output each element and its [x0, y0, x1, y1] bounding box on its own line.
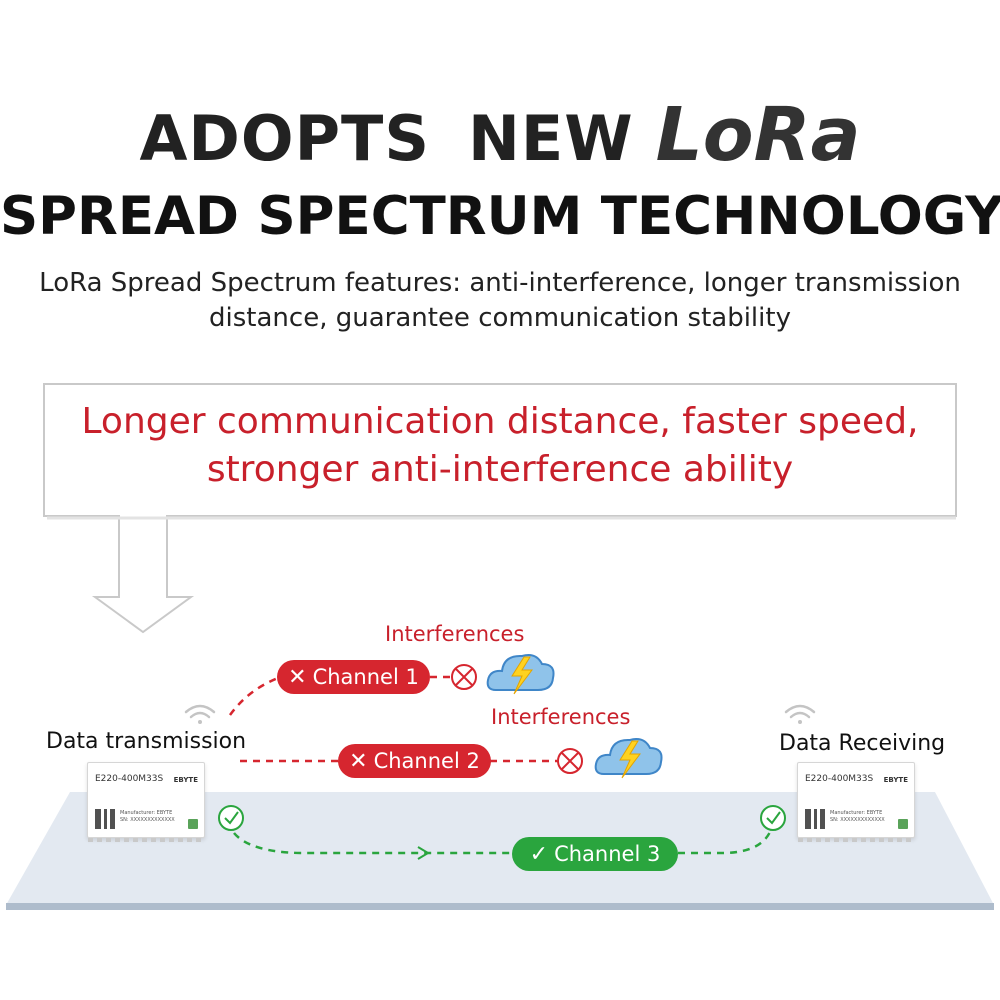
headline-line-2: SPREAD SPECTRUM TECHNOLOGY	[0, 186, 1000, 247]
channel-3-path-tail	[678, 831, 772, 855]
module-model: E220-400M33S	[95, 774, 164, 784]
channel-3-path	[233, 832, 512, 855]
channel-3-arrowhead	[417, 846, 430, 860]
module-brand: EBYTE	[173, 776, 198, 784]
headline-word-adopts: ADOPTS	[139, 102, 430, 175]
blocked-circle-icon	[451, 664, 477, 690]
subtitle-line-2: distance, guarantee communication stabil…	[209, 303, 791, 333]
interference-label-2: Interferences	[491, 705, 631, 729]
qr-code-icon	[805, 809, 825, 829]
module-pads	[798, 838, 914, 842]
subtitle-line-1: LoRa Spread Spectrum features: anti-inte…	[39, 268, 961, 298]
channel-2-label: Channel 2	[373, 749, 480, 773]
sender-label: Data transmission	[46, 729, 247, 754]
close-icon: ✕	[288, 664, 307, 690]
lightning-cloud-icon	[486, 654, 555, 695]
close-icon: ✕	[349, 748, 368, 774]
module-brand: EBYTE	[883, 776, 908, 784]
headline-word-new: NEW	[467, 102, 634, 175]
lightning-cloud-icon	[594, 738, 663, 779]
check-circle-icon	[760, 805, 786, 831]
wifi-icon	[784, 704, 816, 724]
subtitle: LoRa Spread Spectrum features: anti-inte…	[20, 266, 980, 336]
component-icon	[188, 819, 198, 829]
channel-3-pill: ✓ Channel 3	[512, 837, 678, 871]
channel-1-label: Channel 1	[312, 665, 419, 689]
platform-edge	[6, 903, 994, 910]
callout-line-2: stronger anti-interference ability	[206, 449, 794, 490]
module-model: E220-400M33S	[805, 774, 874, 784]
wifi-icon	[184, 704, 216, 724]
check-circle-icon	[218, 805, 244, 831]
channel-2-pill: ✕ Channel 2	[338, 744, 491, 778]
platform-surface	[6, 792, 994, 905]
callout-box-outline	[43, 383, 957, 634]
receiver-label: Data Receiving	[779, 731, 946, 756]
channel-1-pill: ✕ Channel 1	[277, 660, 430, 694]
channel-3-label: Channel 3	[554, 842, 661, 866]
component-icon	[898, 819, 908, 829]
headline-line-1: ADOPTS NEW LoRa	[0, 92, 1000, 178]
blocked-circle-icon	[557, 748, 583, 774]
interference-label-1: Interferences	[385, 622, 525, 646]
headline-word-lora: LoRa	[655, 92, 861, 178]
callout-line-1: Longer communication distance, faster sp…	[81, 401, 919, 442]
callout-text: Longer communication distance, faster sp…	[60, 398, 940, 494]
channel-1-path	[228, 676, 279, 716]
module-pads	[88, 838, 204, 842]
check-icon: ✓	[529, 841, 549, 867]
qr-code-icon	[95, 809, 115, 829]
